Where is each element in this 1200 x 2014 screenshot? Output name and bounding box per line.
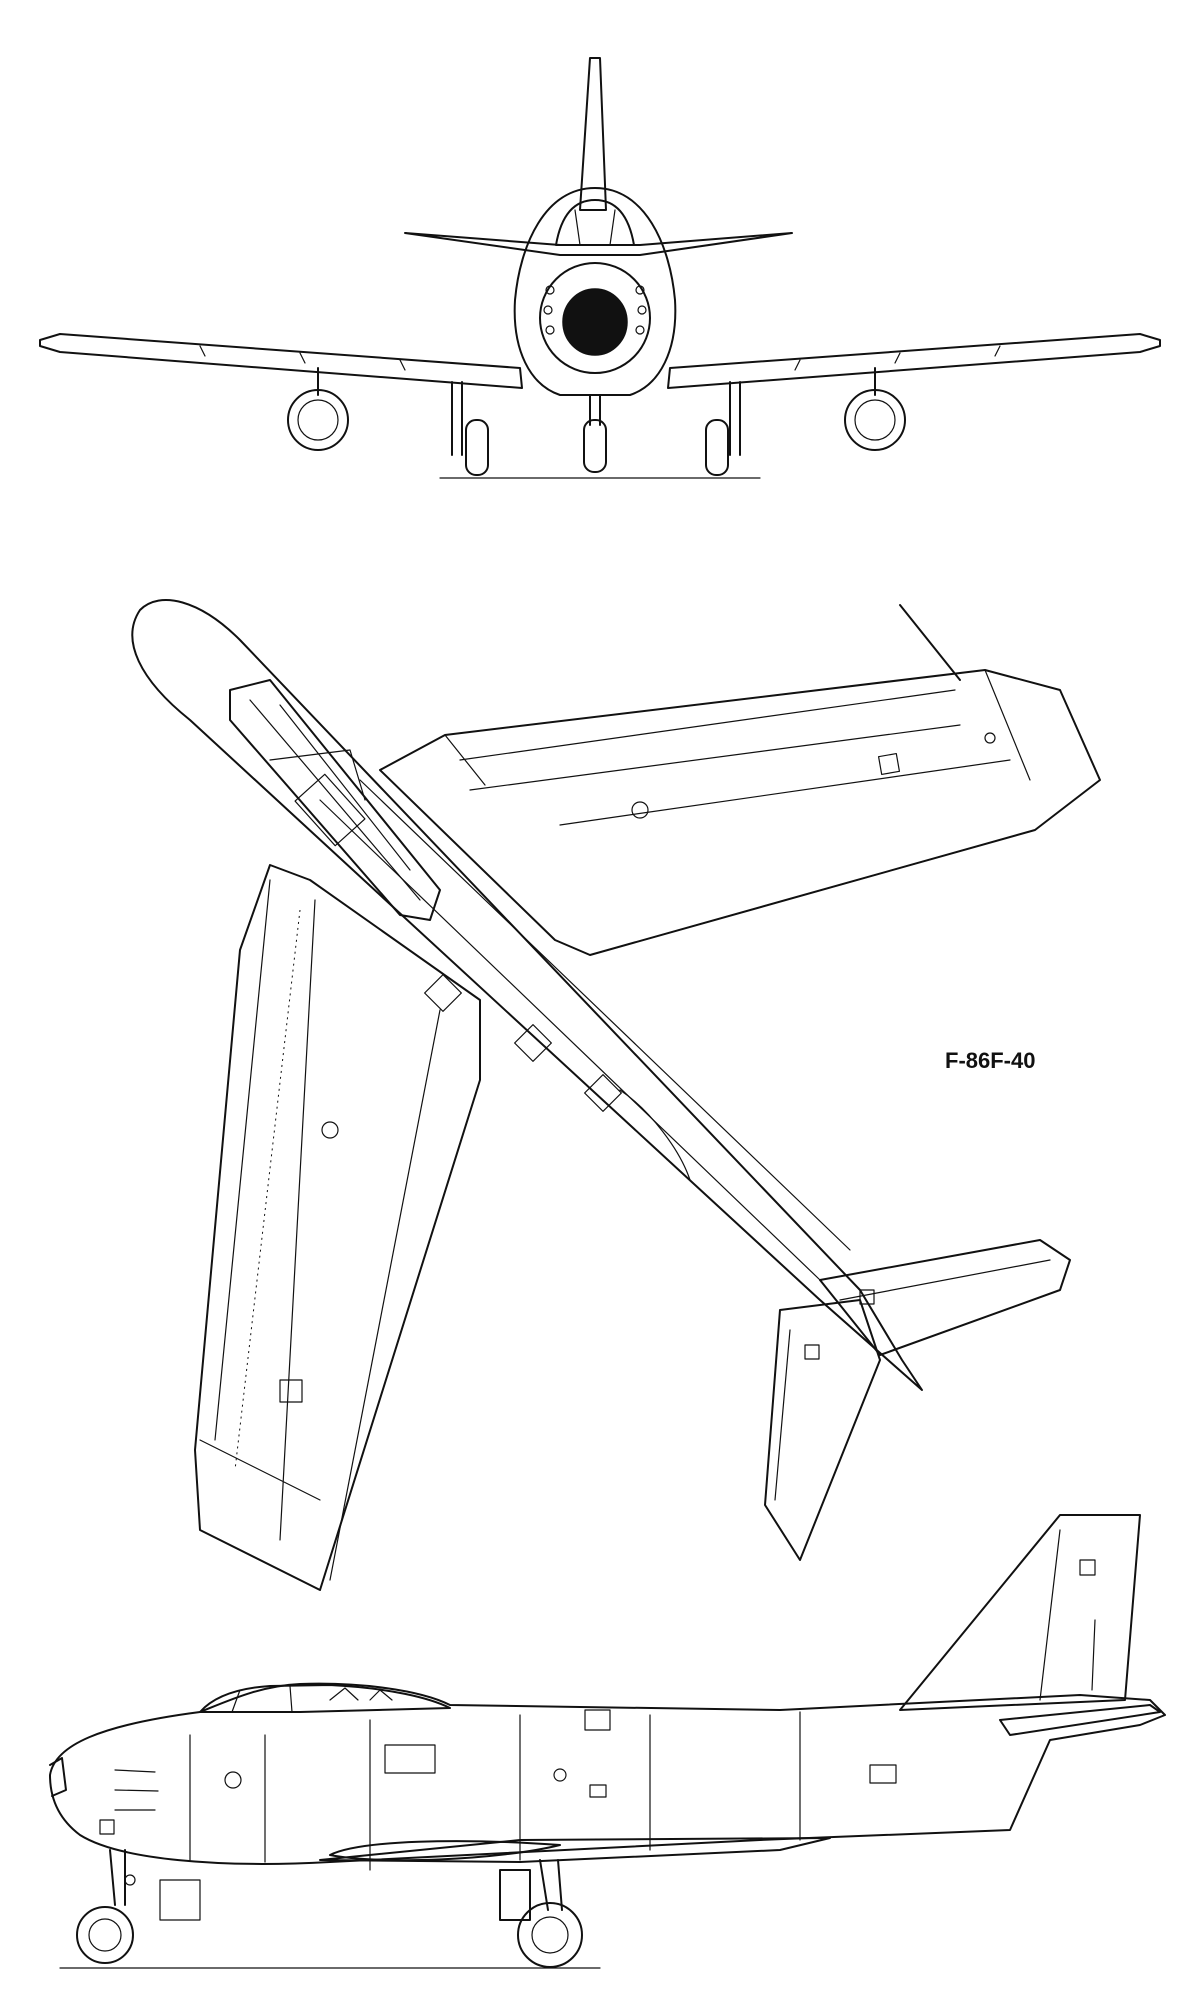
top-right-stabilizer — [819, 1239, 1071, 1356]
front-left-drop-tank — [287, 389, 349, 451]
top-left-stabilizer — [764, 1299, 881, 1561]
top-left-wing — [194, 864, 481, 1591]
side-fuselage — [49, 1682, 1166, 1865]
front-right-drop-tank — [844, 389, 906, 451]
side-drop-tank — [329, 1840, 561, 1862]
side-nose-gear-strut — [109, 1849, 126, 1906]
front-view — [39, 57, 1161, 479]
front-left-gear-strut — [451, 381, 463, 456]
side-horizontal-stabilizer — [999, 1704, 1161, 1736]
front-nose-wheel — [583, 419, 607, 473]
side-wing — [319, 1837, 831, 1863]
top-canopy — [229, 679, 441, 921]
side-nose-wheel — [76, 1906, 134, 1964]
front-right-gear-strut — [729, 381, 741, 456]
front-intake — [562, 288, 628, 356]
side-main-wheel — [517, 1902, 583, 1968]
front-right-wheel — [705, 419, 729, 476]
front-intake-lip — [539, 262, 651, 374]
top-pitot-tube — [899, 604, 961, 681]
side-main-gear-strut — [539, 1859, 563, 1911]
top-view — [131, 599, 1101, 1591]
top-right-wing — [379, 669, 1101, 956]
front-left-wheel — [465, 419, 489, 476]
front-right-wing — [667, 333, 1161, 389]
top-fuselage — [131, 599, 923, 1391]
front-vertical-fin — [579, 57, 607, 211]
front-fuselage — [513, 187, 677, 396]
aircraft-designation: F-86F-40 — [945, 1048, 1035, 1073]
front-left-wing — [39, 333, 523, 389]
side-canopy — [199, 1684, 451, 1713]
front-canopy — [555, 199, 635, 246]
side-intake-lip — [49, 1757, 67, 1797]
side-vertical-fin — [899, 1514, 1141, 1711]
side-view — [49, 1514, 1166, 1969]
